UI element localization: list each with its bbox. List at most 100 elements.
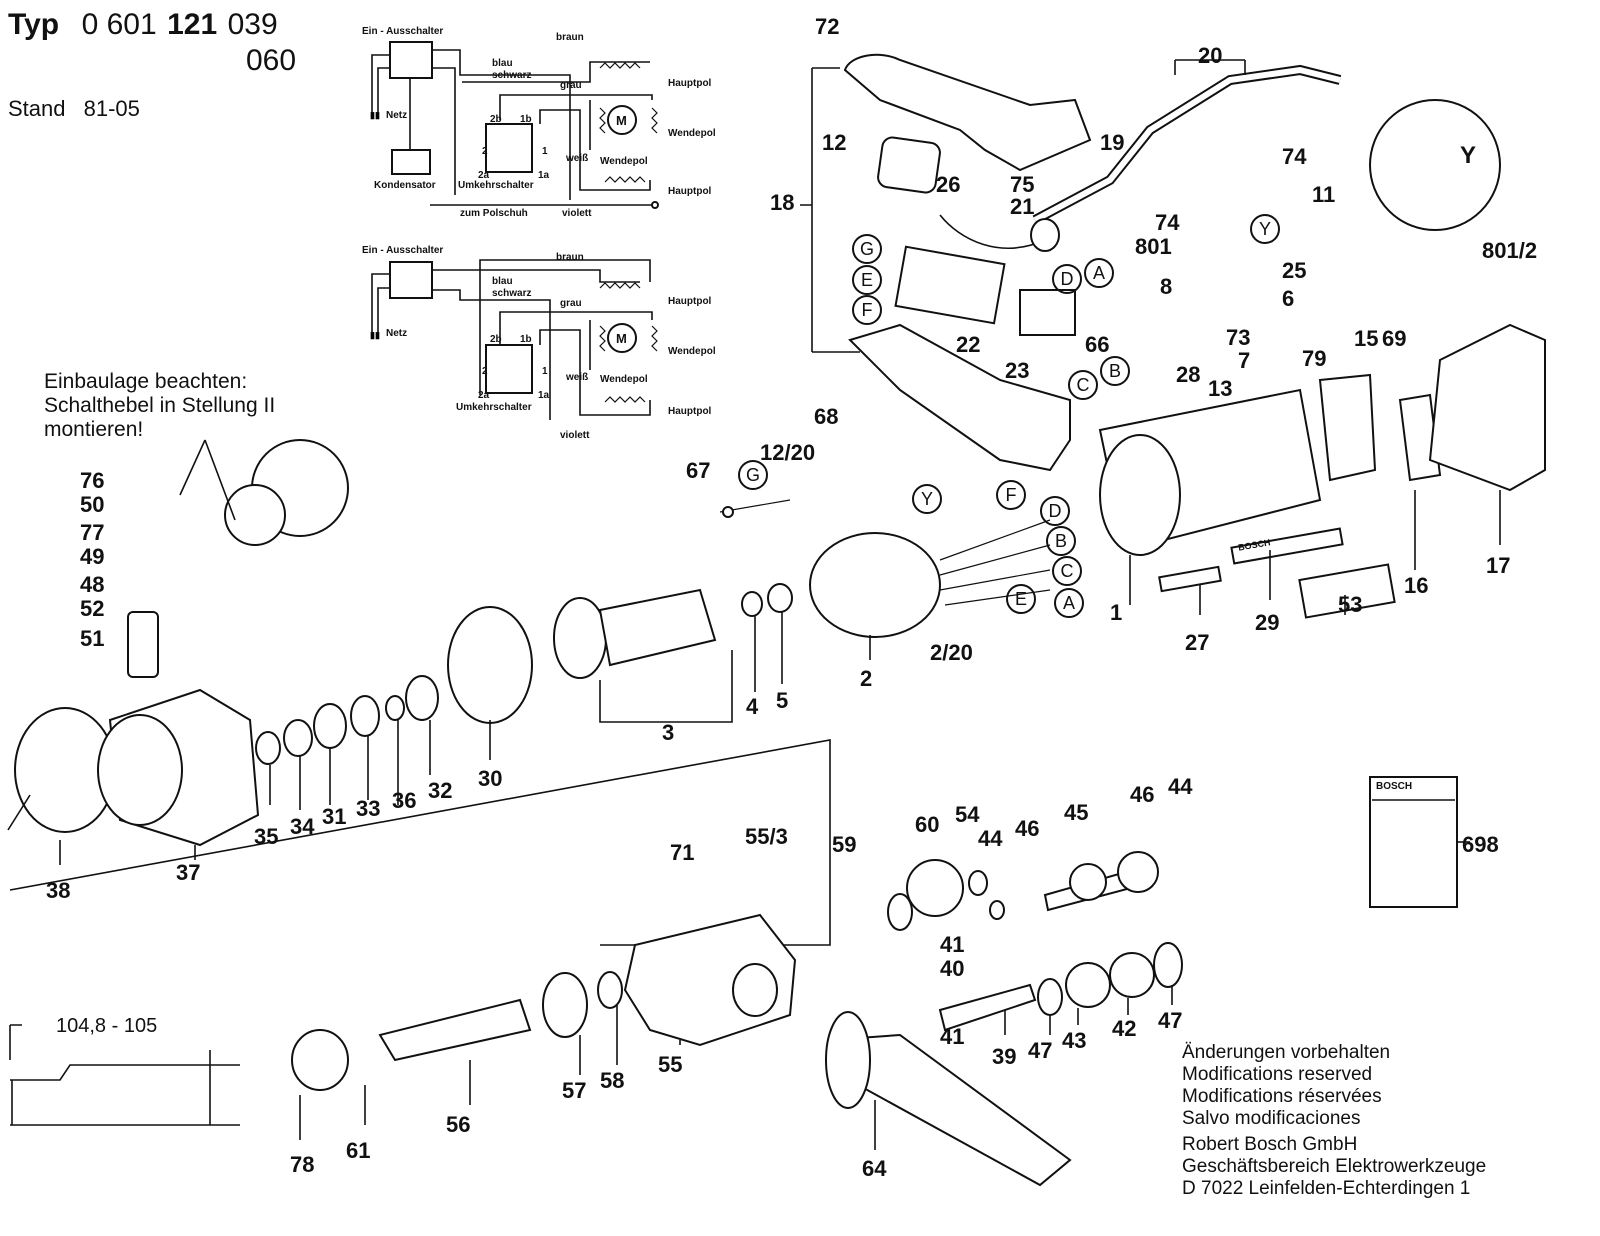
- part-label-38[interactable]: 38: [46, 878, 71, 903]
- part-label-36[interactable]: 36: [392, 788, 417, 813]
- part-label-47-left[interactable]: 47: [1028, 1038, 1053, 1063]
- part-label-41-top[interactable]: 41: [940, 932, 965, 957]
- part-label-5[interactable]: 5: [776, 688, 789, 713]
- part-label-54[interactable]: 54: [955, 802, 980, 827]
- part-label-27[interactable]: 27: [1185, 630, 1210, 655]
- label-27-part: [1158, 565, 1222, 593]
- detail-view-y: [1369, 99, 1501, 231]
- part-label-59[interactable]: 59: [832, 832, 857, 857]
- part-label-76[interactable]: 76: [80, 468, 105, 493]
- part-label-51[interactable]: 51: [80, 626, 105, 651]
- part-label-72[interactable]: 72: [815, 14, 840, 39]
- part-label-12[interactable]: 12: [822, 130, 847, 155]
- part-label-801[interactable]: 801: [1135, 234, 1172, 259]
- part-label-4[interactable]: 4: [746, 694, 759, 719]
- part-label-66[interactable]: 66: [1085, 332, 1110, 357]
- part-label-60[interactable]: 60: [915, 812, 940, 837]
- part-label-48[interactable]: 48: [80, 572, 105, 597]
- motor-internals: [553, 499, 1051, 723]
- callout-y-brush: Y: [1250, 214, 1280, 244]
- part-label-46-right[interactable]: 46: [1130, 782, 1155, 807]
- wd2-switch-label: Ein - Ausschalter: [362, 245, 444, 256]
- part-label-50[interactable]: 50: [80, 492, 105, 517]
- part-label-75[interactable]: 75: [1010, 172, 1035, 197]
- manual-698: [1369, 776, 1458, 908]
- part-label-23[interactable]: 23: [1005, 358, 1030, 383]
- part-label-18[interactable]: 18: [770, 190, 795, 215]
- part-label-77[interactable]: 77: [80, 520, 105, 545]
- wd1-terminal-2a: 2a: [478, 170, 490, 181]
- part-label-22[interactable]: 22: [956, 332, 981, 357]
- stator-part: [809, 532, 941, 638]
- part-label-29[interactable]: 29: [1255, 610, 1280, 635]
- footer-line-de: Änderungen vorbehalten: [1182, 1042, 1391, 1063]
- part-label-47-right[interactable]: 47: [1158, 1008, 1183, 1033]
- part-label-42[interactable]: 42: [1112, 1016, 1137, 1041]
- part-label-68[interactable]: 68: [814, 404, 839, 429]
- part-label-74-mid[interactable]: 74: [1155, 210, 1180, 235]
- part-label-44-left[interactable]: 44: [978, 826, 1003, 851]
- part-label-46-left[interactable]: 46: [1015, 816, 1040, 841]
- part-label-37[interactable]: 37: [176, 860, 201, 885]
- part-label-3[interactable]: 3: [662, 720, 675, 745]
- part-label-801-2[interactable]: 801/2: [1482, 238, 1538, 263]
- part-label-34[interactable]: 34: [290, 814, 315, 839]
- wd2-terminal-1: 1: [542, 366, 548, 377]
- gear-43: [1065, 962, 1111, 1008]
- capacitor-symbol: [391, 149, 431, 175]
- part-label-61[interactable]: 61: [346, 1138, 371, 1163]
- part-label-15[interactable]: 15: [1354, 326, 1379, 351]
- part-label-12-20[interactable]: 12/20: [760, 440, 816, 465]
- part-label-2-20[interactable]: 2/20: [930, 640, 973, 665]
- part-label-28[interactable]: 28: [1176, 362, 1201, 387]
- part-label-44-right[interactable]: 44: [1168, 774, 1193, 799]
- part-label-17[interactable]: 17: [1486, 553, 1511, 578]
- part-label-6[interactable]: 6: [1282, 286, 1295, 311]
- part-label-698[interactable]: 698: [1462, 832, 1499, 857]
- part-label-49[interactable]: 49: [80, 544, 105, 569]
- part-label-25[interactable]: 25: [1282, 258, 1307, 283]
- part-label-11[interactable]: 11: [1312, 182, 1336, 207]
- part-label-30[interactable]: 30: [478, 766, 503, 791]
- callout-c-switch: C: [1068, 370, 1098, 400]
- part-label-73[interactable]: 73: [1226, 325, 1251, 350]
- part-label-58[interactable]: 58: [600, 1068, 625, 1093]
- part-label-20[interactable]: 20: [1198, 43, 1223, 68]
- part-label-71[interactable]: 71: [670, 840, 695, 865]
- part-label-2[interactable]: 2: [860, 666, 873, 691]
- part-label-21[interactable]: 21: [1010, 194, 1035, 219]
- part-label-74-top[interactable]: 74: [1282, 144, 1307, 169]
- part-label-7[interactable]: 7: [1238, 348, 1251, 373]
- part-label-1[interactable]: 1: [1110, 600, 1123, 625]
- wd1-terminal-2: 2: [482, 146, 488, 157]
- handle-cover-part: [843, 53, 1092, 172]
- part-label-31[interactable]: 31: [322, 804, 347, 829]
- part-label-67[interactable]: 67: [686, 458, 711, 483]
- part-label-53[interactable]: 53: [1338, 592, 1363, 617]
- part-label-32[interactable]: 32: [428, 778, 453, 803]
- part-label-40[interactable]: 40: [940, 956, 965, 981]
- part-label-8[interactable]: 8: [1160, 274, 1173, 299]
- part-label-41-bottom[interactable]: 41: [940, 1024, 965, 1049]
- callout-b-stator: B: [1046, 526, 1076, 556]
- part-label-43[interactable]: 43: [1062, 1028, 1087, 1053]
- part-label-55-3[interactable]: 55/3: [745, 824, 788, 849]
- wd2-reverser: Umkehrschalter: [456, 402, 532, 413]
- part-label-64[interactable]: 64: [862, 1156, 887, 1181]
- part-label-45[interactable]: 45: [1064, 800, 1089, 825]
- part-label-57[interactable]: 57: [562, 1078, 587, 1103]
- part-label-55[interactable]: 55: [658, 1052, 683, 1077]
- part-label-69[interactable]: 69: [1382, 326, 1407, 351]
- part-label-13[interactable]: 13: [1208, 376, 1233, 401]
- part-label-79[interactable]: 79: [1302, 346, 1327, 371]
- part-label-52[interactable]: 52: [80, 596, 105, 621]
- part-label-35[interactable]: 35: [254, 824, 279, 849]
- part-label-33[interactable]: 33: [356, 796, 381, 821]
- part-label-56[interactable]: 56: [446, 1112, 471, 1137]
- part-label-16[interactable]: 16: [1404, 573, 1429, 598]
- wd2-mains: Netz: [386, 328, 408, 339]
- part-label-39[interactable]: 39: [992, 1044, 1017, 1069]
- part-label-78[interactable]: 78: [290, 1152, 315, 1177]
- part-label-26[interactable]: 26: [936, 172, 961, 197]
- part-label-19[interactable]: 19: [1100, 130, 1125, 155]
